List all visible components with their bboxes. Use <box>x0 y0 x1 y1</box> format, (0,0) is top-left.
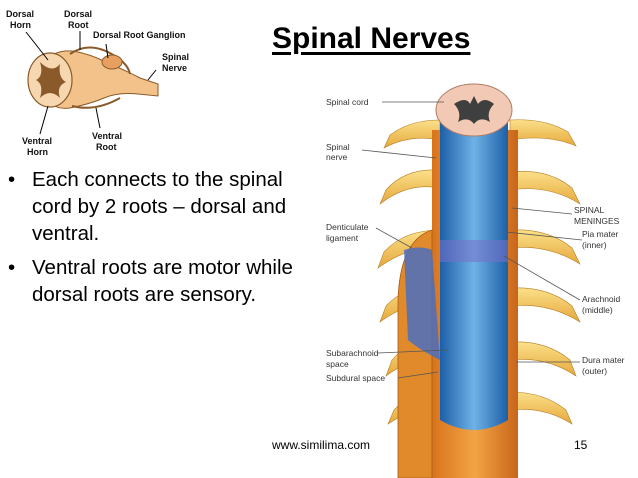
label-spinal-nerve: Spinal <box>326 142 350 152</box>
label-pia-mater-line2: (inner) <box>582 240 607 250</box>
label-spinal-nerve: Spinal <box>162 52 189 62</box>
label-dura-mater: Dura mater <box>582 355 625 365</box>
page-number: 15 <box>574 438 588 452</box>
footer-url: www.similima.com <box>272 438 371 452</box>
label-ventral-horn: Ventral <box>22 136 52 146</box>
bullet-text: Each connects to the spinal cord by 2 ro… <box>32 168 287 245</box>
label-subarachnoid-space: Subarachnoid <box>326 348 379 358</box>
slide-title: Spinal Nerves <box>272 22 471 55</box>
label-arachnoid-line2: (middle) <box>582 305 613 315</box>
bullet-item: • Each connects to the spinal cord by 2 … <box>6 166 296 247</box>
label-ventral-root-line2: Root <box>96 142 117 152</box>
label-denticulate-ligament-line2: ligament <box>326 233 359 243</box>
label-spinal-cord: Spinal cord <box>326 97 369 107</box>
label-ventral-root: Ventral <box>92 131 122 141</box>
label-dorsal-root-line2: Root <box>68 20 89 30</box>
bullet-dot-icon: • <box>8 256 16 279</box>
label-spinal-meninges-line2: MENINGES <box>574 216 620 226</box>
label-dorsal-root-ganglion: Dorsal Root Ganglion <box>93 30 186 40</box>
label-spinal-nerve-line2: nerve <box>326 152 348 162</box>
label-pia-mater: Pia mater <box>582 229 619 239</box>
label-arachnoid: Arachnoid <box>582 294 621 304</box>
bullet-dot-icon: • <box>8 168 16 191</box>
label-ventral-horn-line2: Horn <box>27 147 48 157</box>
label-spinal-meninges: SPINAL <box>574 205 605 215</box>
label-dorsal-root: Dorsal <box>64 9 92 19</box>
label-subarachnoid-space-line2: space <box>326 359 349 369</box>
label-denticulate-ligament: Denticulate <box>326 222 369 232</box>
bullet-text: Ventral roots are motor while dorsal roo… <box>32 256 293 306</box>
label-dorsal-horn: Dorsal <box>6 9 34 19</box>
label-subdural-space: Subdural space <box>326 373 385 383</box>
spinal-cord-cross-section-diagram: Dorsal Horn Dorsal Root Dorsal Root Gang… <box>6 9 189 157</box>
bullet-list: • Each connects to the spinal cord by 2 … <box>6 166 296 315</box>
label-spinal-nerve-line2: Nerve <box>162 63 187 73</box>
label-dura-mater-line2: (outer) <box>582 366 607 376</box>
bullet-item: • Ventral roots are motor while dorsal r… <box>6 254 296 308</box>
label-dorsal-horn-line2: Horn <box>10 20 31 30</box>
